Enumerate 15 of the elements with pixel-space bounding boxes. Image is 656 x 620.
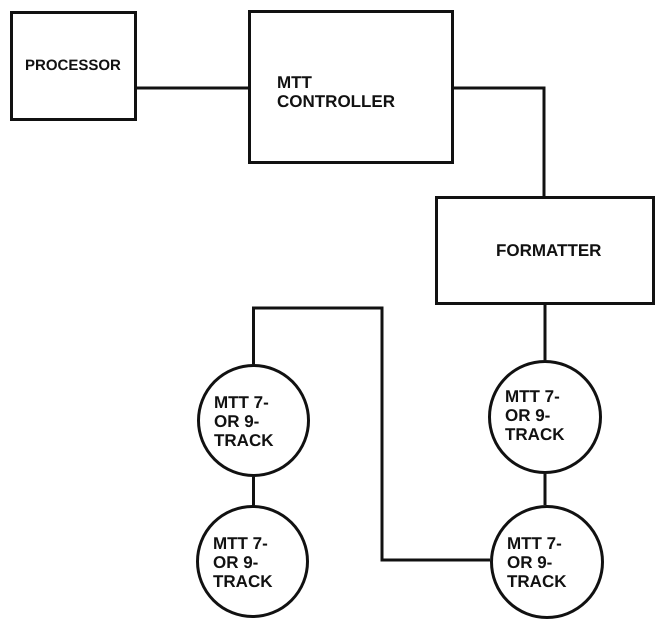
unit-box bbox=[435, 196, 655, 305]
connector-line bbox=[544, 474, 546, 505]
unit-label: MTT CONTROLLER bbox=[277, 73, 396, 111]
unit-label: FORMATTER bbox=[496, 241, 602, 260]
unit-label: PROCESSOR bbox=[25, 56, 122, 75]
unit-label: MTT 7- OR 9- TRACK bbox=[507, 534, 568, 591]
connector-line bbox=[252, 477, 255, 505]
connector-line bbox=[454, 86, 546, 196]
unit-label: MTT 7- OR 9- TRACK bbox=[214, 393, 274, 450]
unit-label: MTT 7- OR 9- TRACK bbox=[505, 387, 566, 444]
connector-line bbox=[544, 305, 546, 360]
unit-box bbox=[248, 10, 454, 164]
connector-line bbox=[137, 86, 248, 90]
unit-box bbox=[10, 11, 137, 121]
unit-label: MTT 7- OR 9- TRACK bbox=[213, 534, 274, 591]
